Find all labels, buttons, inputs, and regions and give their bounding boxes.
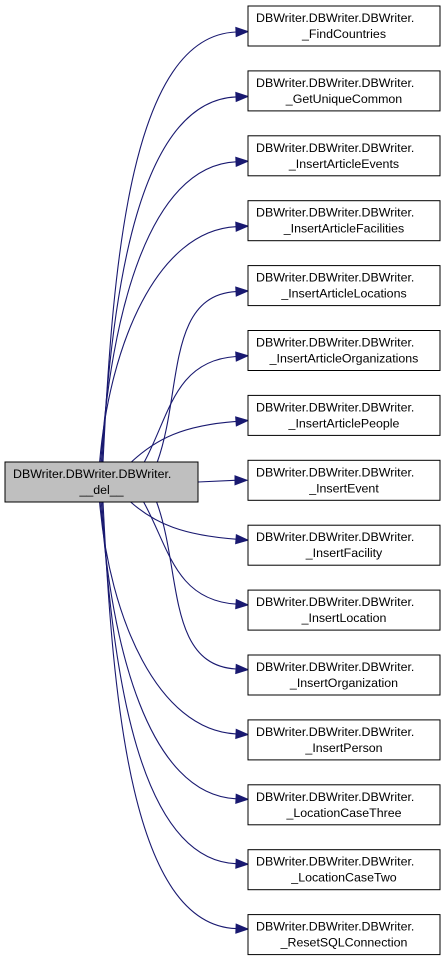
edge-to-insert-article-facilities bbox=[99, 221, 250, 463]
node-insert-organization-line1: DBWriter.DBWriter.DBWriter. bbox=[256, 660, 414, 674]
node-insert-article-organizations[interactable]: DBWriter.DBWriter.DBWriter. _InsertArticl… bbox=[247, 330, 441, 371]
arrowhead bbox=[235, 858, 250, 869]
node-insert-location-box bbox=[247, 589, 441, 631]
arrowhead bbox=[235, 728, 250, 740]
node-find-countries-line1: DBWriter.DBWriter.DBWriter. bbox=[256, 11, 414, 25]
arrowhead bbox=[235, 156, 250, 168]
edge-to-insert-facility bbox=[130, 501, 250, 545]
edge-to-insert-article-events bbox=[100, 156, 250, 463]
node-insert-location-line2: _InsertLocation bbox=[301, 611, 387, 625]
node-get-unique-common[interactable]: DBWriter.DBWriter.DBWriter. _GetUniqueCom… bbox=[247, 70, 441, 112]
edge-to-insert-article-locations bbox=[156, 286, 250, 463]
node-location-case-three-box bbox=[247, 784, 441, 826]
node-insert-article-people-box bbox=[247, 394, 441, 436]
node-insert-facility-box bbox=[247, 524, 441, 566]
node-insert-person-box bbox=[247, 719, 441, 761]
edge-to-location-case-two bbox=[101, 501, 250, 869]
node-insert-location[interactable]: DBWriter.DBWriter.DBWriter. _InsertLocati… bbox=[247, 589, 441, 631]
node-find-countries[interactable]: DBWriter.DBWriter.DBWriter. _FindCountrie… bbox=[247, 5, 441, 47]
node-insert-article-events-line2: _InsertArticleEvents bbox=[288, 157, 399, 171]
node-location-case-two[interactable]: DBWriter.DBWriter.DBWriter. _LocationCase… bbox=[247, 849, 441, 891]
node-reset-sqlconnection[interactable]: DBWriter.DBWriter.DBWriter. _ResetSQLConn… bbox=[247, 914, 441, 956]
node-insert-article-organizations-box bbox=[247, 330, 441, 371]
node-insert-person[interactable]: DBWriter.DBWriter.DBWriter. _InsertPerson bbox=[247, 719, 441, 761]
node-del-line2: __del__ bbox=[78, 483, 124, 497]
node-get-unique-common-line1: DBWriter.DBWriter.DBWriter. bbox=[256, 76, 414, 90]
node-insert-event-line1: DBWriter.DBWriter.DBWriter. bbox=[256, 465, 414, 479]
node-insert-article-locations-line2: _InsertArticleLocations bbox=[280, 287, 406, 301]
node-get-unique-common-box bbox=[247, 70, 441, 112]
node-insert-article-facilities-box bbox=[247, 200, 441, 242]
node-insert-article-events-line1: DBWriter.DBWriter.DBWriter. bbox=[256, 141, 414, 155]
edge-to-get-unique-common bbox=[101, 91, 250, 463]
arrowhead bbox=[235, 221, 250, 232]
arrowhead bbox=[235, 923, 250, 934]
node-reset-sqlconnection-line1: DBWriter.DBWriter.DBWriter. bbox=[256, 920, 414, 934]
edge-to-insert-organization bbox=[156, 501, 250, 675]
arrowhead bbox=[235, 533, 250, 545]
node-insert-organization[interactable]: DBWriter.DBWriter.DBWriter. _InsertOrgani… bbox=[247, 654, 441, 696]
node-get-unique-common-line2: _GetUniqueCommon bbox=[285, 92, 403, 106]
node-insert-article-people-line2: _InsertArticlePeople bbox=[288, 416, 400, 430]
node-insert-event[interactable]: DBWriter.DBWriter.DBWriter. _InsertEvent bbox=[247, 459, 441, 501]
node-insert-article-locations-line1: DBWriter.DBWriter.DBWriter. bbox=[256, 271, 414, 285]
arrowhead bbox=[235, 598, 250, 610]
edge-to-insert-article-organizations bbox=[143, 351, 250, 463]
node-del[interactable]: DBWriter.DBWriter.DBWriter. __del__ bbox=[4, 461, 199, 503]
node-insert-article-events[interactable]: DBWriter.DBWriter.DBWriter. _InsertArticl… bbox=[247, 135, 441, 177]
node-insert-article-organizations-line2: _InsertArticleOrganizations bbox=[269, 352, 419, 366]
node-insert-location-line1: DBWriter.DBWriter.DBWriter. bbox=[256, 595, 414, 609]
edge-to-insert-person bbox=[99, 501, 250, 740]
edge-to-insert-event bbox=[197, 475, 249, 486]
arrowhead bbox=[235, 286, 250, 297]
node-insert-person-line2: _InsertPerson bbox=[304, 741, 382, 755]
node-reset-sqlconnection-line2: _ResetSQLConnection bbox=[280, 936, 408, 950]
node-location-case-two-line1: DBWriter.DBWriter.DBWriter. bbox=[256, 855, 414, 869]
node-reset-sqlconnection-box bbox=[247, 914, 441, 956]
node-insert-article-organizations-line1: DBWriter.DBWriter.DBWriter. bbox=[256, 336, 414, 350]
node-insert-article-facilities[interactable]: DBWriter.DBWriter.DBWriter. _InsertArticl… bbox=[247, 200, 441, 242]
arrowhead bbox=[235, 416, 250, 427]
node-del-box bbox=[4, 461, 199, 503]
node-insert-organization-line2: _InsertOrganization bbox=[289, 676, 398, 690]
node-insert-facility-line1: DBWriter.DBWriter.DBWriter. bbox=[256, 530, 414, 544]
node-insert-article-locations-box bbox=[247, 265, 441, 307]
node-insert-person-line1: DBWriter.DBWriter.DBWriter. bbox=[256, 725, 414, 739]
node-insert-article-people-line1: DBWriter.DBWriter.DBWriter. bbox=[256, 400, 414, 414]
arrowhead bbox=[235, 91, 250, 103]
edge-to-reset-sqlconnection bbox=[102, 501, 250, 934]
arrowhead bbox=[235, 793, 250, 804]
edge-to-insert-article-people bbox=[130, 416, 250, 463]
node-location-case-three-line2: _LocationCaseThree bbox=[285, 806, 401, 820]
arrowhead bbox=[235, 351, 250, 362]
node-insert-article-people[interactable]: DBWriter.DBWriter.DBWriter. _InsertArticl… bbox=[247, 394, 441, 436]
edge-to-find-countries bbox=[102, 26, 250, 463]
node-insert-article-facilities-line2: _InsertArticleFacilities bbox=[283, 222, 405, 236]
node-insert-facility[interactable]: DBWriter.DBWriter.DBWriter. _InsertFacili… bbox=[247, 524, 441, 566]
node-insert-organization-box bbox=[247, 654, 441, 696]
node-insert-event-line2: _InsertEvent bbox=[308, 481, 379, 495]
node-del-line1: DBWriter.DBWriter.DBWriter. bbox=[13, 467, 171, 481]
node-insert-event-box bbox=[247, 459, 441, 501]
node-insert-article-events-box bbox=[247, 135, 441, 177]
arrowhead bbox=[235, 663, 250, 675]
call-nodes: DBWriter.DBWriter.DBWriter.__del__DBWrit… bbox=[4, 5, 441, 956]
node-insert-facility-line2: _InsertFacility bbox=[305, 546, 383, 560]
node-insert-article-locations[interactable]: DBWriter.DBWriter.DBWriter. _InsertArticl… bbox=[247, 265, 441, 307]
node-location-case-two-line2: _LocationCaseTwo bbox=[290, 871, 396, 885]
node-location-case-two-box bbox=[247, 849, 441, 891]
call-edges bbox=[99, 26, 250, 934]
arrowhead bbox=[235, 26, 250, 38]
node-insert-article-facilities-line1: DBWriter.DBWriter.DBWriter. bbox=[256, 206, 414, 220]
node-location-case-three[interactable]: DBWriter.DBWriter.DBWriter. _LocationCase… bbox=[247, 784, 441, 826]
arrowhead bbox=[234, 475, 249, 486]
node-find-countries-line2: _FindCountries bbox=[301, 27, 386, 41]
edge-to-location-case-three bbox=[100, 501, 250, 804]
node-find-countries-box bbox=[247, 5, 441, 47]
edge-to-insert-location bbox=[143, 501, 250, 610]
node-location-case-three-line1: DBWriter.DBWriter.DBWriter. bbox=[256, 790, 414, 804]
